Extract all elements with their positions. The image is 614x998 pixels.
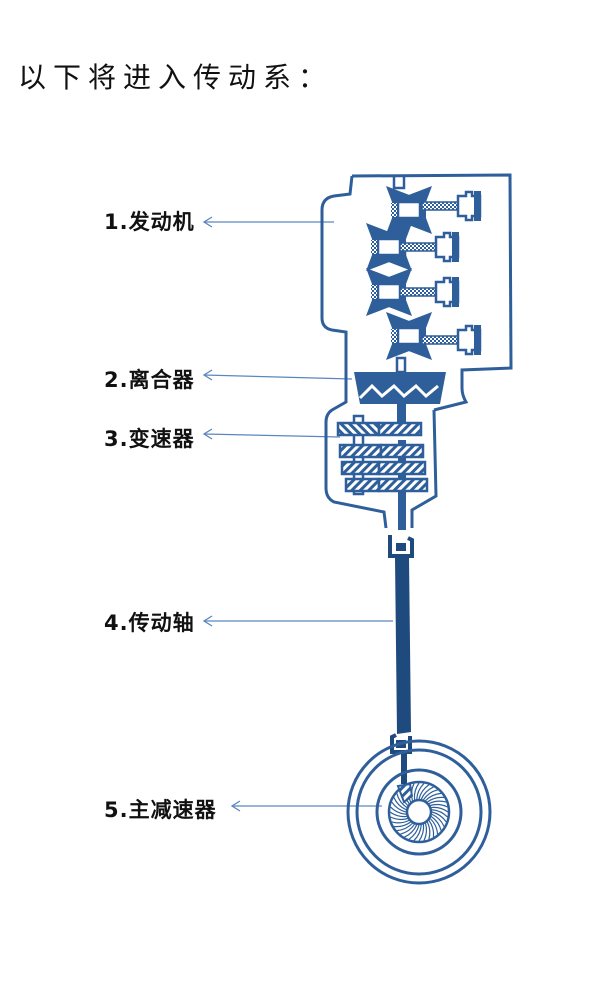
crown-tooth bbox=[427, 796, 445, 803]
gearbox-housing-right bbox=[410, 409, 438, 528]
final-drive bbox=[346, 739, 492, 885]
crown-tooth bbox=[428, 800, 447, 805]
crown-tooth bbox=[400, 823, 416, 835]
crown-tooth bbox=[430, 803, 448, 808]
crown-tooth bbox=[391, 819, 410, 824]
crown-tooth bbox=[416, 783, 425, 800]
label-final-drive: 5.主减速器 bbox=[104, 798, 217, 822]
arrow-driveshaft bbox=[202, 615, 393, 627]
piston-2 bbox=[398, 230, 461, 264]
crown-tooth bbox=[413, 824, 422, 841]
drive-shaft bbox=[395, 556, 411, 734]
arrows bbox=[202, 216, 393, 812]
crown-tooth bbox=[423, 823, 428, 841]
crown-tooth bbox=[428, 820, 435, 838]
crown-tooth bbox=[426, 821, 431, 840]
arrow-engine bbox=[202, 216, 334, 228]
crown-tooth bbox=[430, 815, 442, 831]
clutch bbox=[354, 372, 446, 422]
crown-tooth bbox=[431, 811, 447, 823]
arrow-gearbox bbox=[202, 428, 341, 440]
crown-tooth bbox=[408, 824, 420, 840]
piston-1 bbox=[420, 189, 483, 223]
crown-tooth bbox=[425, 792, 442, 802]
crown-tooth bbox=[390, 816, 408, 821]
label-engine: 1.发动机 bbox=[104, 210, 195, 234]
label-gearbox: 3.变速器 bbox=[104, 427, 195, 451]
crown-tooth bbox=[420, 786, 434, 800]
crown-tooth bbox=[404, 824, 418, 838]
crown-tooth bbox=[422, 789, 438, 801]
piston-4 bbox=[420, 323, 483, 357]
page-title: 以下将进入传动系： bbox=[18, 61, 334, 94]
pinion-gear bbox=[396, 782, 414, 804]
crown-tooth bbox=[396, 822, 413, 832]
universal-joint-upper bbox=[388, 535, 414, 558]
engine-housing-left bbox=[320, 175, 354, 376]
crown-tooth bbox=[389, 811, 407, 818]
gearbox-gears bbox=[336, 414, 429, 530]
crown-tooth bbox=[429, 818, 439, 835]
crown-tooth bbox=[431, 809, 448, 818]
crown-tooth bbox=[396, 793, 408, 809]
crown-tooth bbox=[431, 806, 449, 813]
label-driveshaft: 4.传动轴 bbox=[104, 611, 195, 635]
arrow-final-drive bbox=[230, 800, 382, 812]
crown-tooth bbox=[393, 821, 411, 828]
crown-tooth bbox=[418, 784, 430, 800]
label-clutch: 2.离合器 bbox=[104, 368, 195, 392]
crown-tooth bbox=[391, 801, 407, 813]
crown-tooth bbox=[413, 782, 420, 800]
engine-housing bbox=[351, 173, 513, 412]
gearbox-housing bbox=[324, 376, 388, 529]
piston-3 bbox=[398, 275, 461, 309]
crown-gear-teeth bbox=[389, 782, 449, 842]
crown-tooth bbox=[393, 797, 407, 811]
crown-tooth bbox=[390, 806, 407, 815]
crown-tooth bbox=[431, 813, 445, 827]
arrow-clutch bbox=[202, 369, 353, 381]
crown-tooth bbox=[418, 824, 425, 842]
